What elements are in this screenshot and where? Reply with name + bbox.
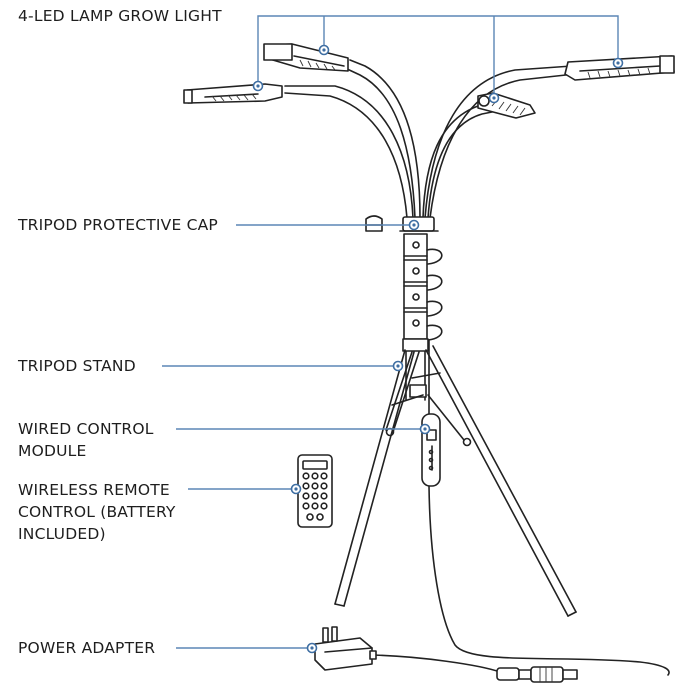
cable-connector — [496, 666, 578, 683]
label-control-module-2: MODULE — [18, 442, 87, 460]
callout-control-module — [176, 423, 431, 435]
label-grow-light: 4-LED LAMP GROW LIGHT — [18, 7, 222, 25]
label-power-adapter: POWER ADAPTER — [18, 639, 156, 657]
tripod-legs — [334, 345, 577, 617]
power-cable — [369, 339, 670, 676]
callout-remote — [188, 483, 302, 495]
callout-tripod-stand — [162, 360, 404, 372]
led-lamp-right-middle — [477, 92, 536, 119]
wireless-remote-control — [297, 454, 333, 528]
callout-protective-cap — [236, 219, 420, 231]
callout-power-adapter — [176, 642, 318, 654]
remote-buttons — [302, 472, 328, 521]
label-protective-cap: TRIPOD PROTECTIVE CAP — [18, 216, 218, 234]
label-control-module-1: WIRED CONTROL — [18, 420, 154, 438]
label-tripod-stand: TRIPOD STAND — [18, 357, 136, 375]
label-remote-1: WIRELESS REMOTE — [18, 481, 170, 499]
tripod-protective-cap — [365, 215, 383, 232]
label-remote-3: INCLUDED) — [18, 525, 106, 543]
gooseneck-arms — [284, 59, 576, 219]
led-lamp-left — [183, 83, 283, 104]
callout-grow-light — [252, 15, 624, 104]
label-remote-2: CONTROL (BATTERY — [18, 503, 176, 521]
telescopic-pole — [402, 233, 443, 401]
power-adapter — [314, 626, 377, 671]
led-lamp-upper-left — [263, 43, 349, 72]
